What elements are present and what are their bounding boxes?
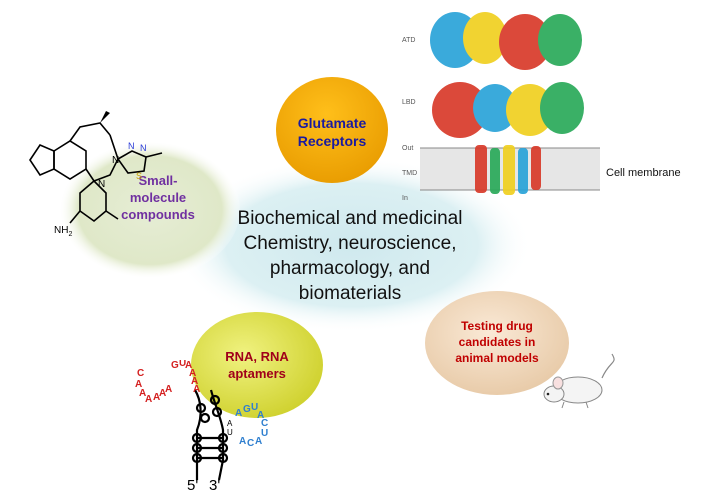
rna-red-letter: A xyxy=(135,379,142,390)
rna-red-letter: A xyxy=(153,392,160,403)
center-text: Biochemical and medicinal Chemistry, neu… xyxy=(200,206,500,306)
out-label: Out xyxy=(402,145,413,152)
rna-blue-letter: A xyxy=(239,436,246,447)
cell-membrane-label: Cell membrane xyxy=(606,167,681,179)
mouse-icon xyxy=(543,353,615,409)
drug-line-3: animal models xyxy=(455,351,539,365)
rna-red-letter: A xyxy=(145,394,152,405)
drug-line-2: candidates in xyxy=(458,335,536,349)
rna-blue-letter: C xyxy=(247,438,254,449)
chem-n3: N xyxy=(128,141,135,151)
rna-ellipse xyxy=(191,312,323,418)
rna-blue-letter: A xyxy=(235,408,242,419)
rna-blue-letter: A xyxy=(255,436,262,447)
tmd-label: TMD xyxy=(402,170,417,177)
small-molecule-ellipse xyxy=(60,142,240,278)
glutamate-label: Glutamate Receptors xyxy=(282,114,382,150)
small-line-2: molecule xyxy=(129,190,187,205)
center-line-3: pharmacology, and xyxy=(269,258,431,279)
chem-s: S xyxy=(136,171,142,181)
rna-red-letter: A xyxy=(165,384,172,395)
rna-red-letter: G xyxy=(171,360,179,371)
rna-line-1: RNA, RNA xyxy=(225,349,289,364)
rna-red-letter: A xyxy=(159,388,166,399)
rna-3-end: 3' xyxy=(209,477,220,490)
center-line-2: Chemistry, neuroscience, xyxy=(243,233,457,254)
rna-red-letter: U xyxy=(179,360,186,369)
drug-ellipse xyxy=(425,291,569,395)
center-ellipse xyxy=(172,157,532,333)
chem-n4: N xyxy=(140,143,147,153)
rna-line-2: aptamers xyxy=(228,366,286,381)
rna-red-letter: A xyxy=(189,368,196,379)
rna-blue-letter: G xyxy=(243,404,251,415)
in-label: In xyxy=(402,195,408,202)
glutamate-ellipse xyxy=(276,77,388,183)
small-line-1: Small- xyxy=(138,173,178,188)
rna-mid-u: U xyxy=(227,428,233,437)
chemical-structure-icon: N N N N S NH2 xyxy=(29,111,163,238)
drug-label: Testing drug candidates in animal models xyxy=(437,318,557,366)
small-molecule-label: Small- molecule compounds xyxy=(108,172,208,223)
rna-red-letter: C xyxy=(137,368,144,379)
center-line-4: biomaterials xyxy=(298,283,402,304)
center-line-1: Biochemical and medicinal xyxy=(237,208,463,229)
rna-red-letter: A xyxy=(193,384,200,395)
rna-blue-letter: U xyxy=(251,402,258,413)
rna-blue-letter: C xyxy=(261,418,268,429)
rna-red-letter: A xyxy=(139,388,146,399)
chem-n1: N xyxy=(112,155,119,166)
rna-red-letter: A xyxy=(185,360,192,371)
glutamate-line-1: Glutamate xyxy=(297,115,367,131)
atd-label: ATD xyxy=(402,37,415,44)
chem-nh2: NH2 xyxy=(54,225,72,238)
lbd-label: LBD xyxy=(402,99,416,106)
rna-5-end: 5' xyxy=(187,477,198,490)
chem-n2: N xyxy=(98,179,105,190)
rna-label: RNA, RNA aptamers xyxy=(207,348,307,382)
rna-red-letter: A xyxy=(191,376,198,387)
rna-mid-a: A xyxy=(227,419,233,428)
glutamate-line-2: Receptors xyxy=(297,133,367,149)
glutamate-receptor-structure-icon: ATD LBD Out TMD In Cell membrane xyxy=(402,12,681,202)
rna-blue-letter: U xyxy=(261,428,268,439)
drug-line-1: Testing drug xyxy=(461,319,533,333)
rna-blue-letter: A xyxy=(257,410,264,421)
small-line-3: compounds xyxy=(121,207,195,222)
